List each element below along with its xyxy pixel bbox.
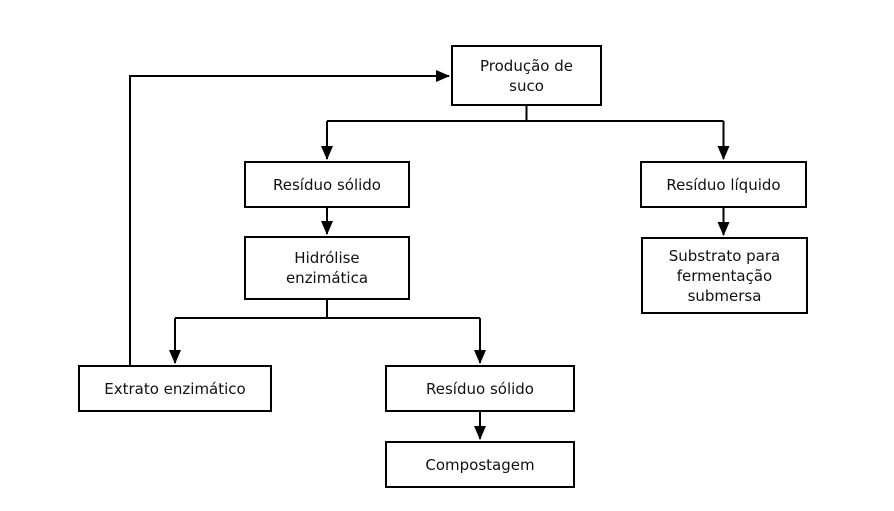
node-substrato-fermentacao-label: Substrato para fermentação submersa [668,246,781,305]
node-compostagem-label: Compostagem [425,455,535,474]
node-extrato-enzimatico: Extrato enzimático [78,365,272,412]
edge-extrato-to-producao-feedback [129,70,450,365]
node-residuo-liquido: Resíduo líquido [640,161,807,208]
node-residuo-solido-1: Resíduo sólido [244,161,410,208]
node-hidrolise-enzimatica: Hidrólise enzimática [244,236,410,300]
node-compostagem: Compostagem [385,441,575,488]
node-extrato-enzimatico-label: Extrato enzimático [104,379,246,398]
node-producao-de-suco-label: Produção de suco [480,56,573,95]
node-substrato-fermentacao: Substrato para fermentação submersa [641,237,808,314]
node-residuo-liquido-label: Resíduo líquido [666,175,781,194]
node-residuo-solido-1-label: Resíduo sólido [273,175,381,194]
node-hidrolise-enzimatica-label: Hidrólise enzimática [285,249,369,287]
node-residuo-solido-2: Resíduo sólido [385,365,575,412]
node-producao-de-suco: Produção de suco [451,45,602,106]
node-residuo-solido-2-label: Resíduo sólido [426,379,534,398]
